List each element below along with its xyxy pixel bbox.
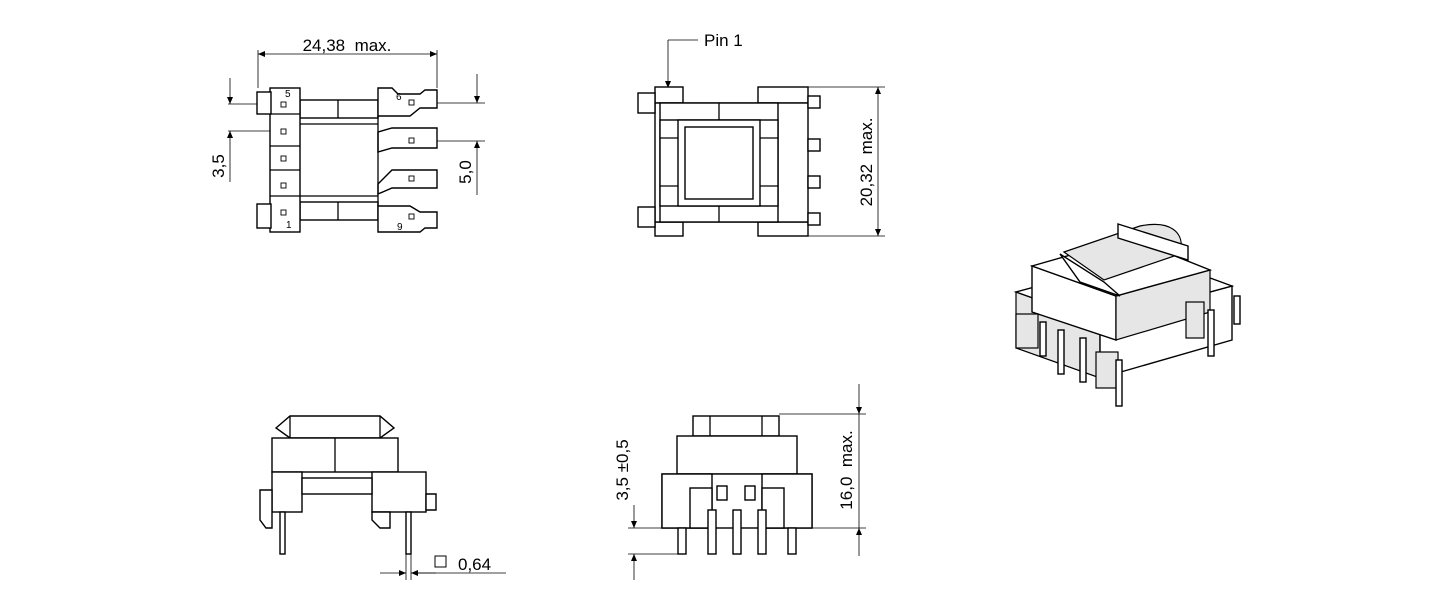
front-height-label: 20,32 max.: [857, 118, 876, 207]
pin-pitch-right-label: 5,0: [456, 160, 475, 184]
pin-5-label: 5: [285, 89, 291, 100]
pin-9-label: 9: [397, 222, 403, 233]
width-dimension-label: 24,38 max.: [303, 36, 392, 55]
square-symbol-icon: [434, 555, 447, 568]
pin-pitch-left-label: 3,5: [209, 154, 228, 178]
side-view: 0,64: [259, 415, 506, 580]
isometric-view: [1013, 223, 1241, 407]
end-height-label: 16,0 max.: [837, 430, 856, 509]
top-view: 24,38 max. 3,5 5,0 5: [209, 36, 485, 233]
pin-1-callout: Pin 1: [704, 31, 743, 50]
end-view: 3,5 ±0,5 16,0 max.: [613, 384, 866, 580]
front-view: Pin 1 20,32 max.: [637, 31, 885, 237]
standoff-dim-label: 3,5 ±0,5: [613, 439, 632, 500]
pin-square-dim-label: 0,64: [458, 555, 491, 574]
pin-6-label: 6: [396, 92, 402, 103]
pin-1-label: 1: [286, 220, 292, 231]
